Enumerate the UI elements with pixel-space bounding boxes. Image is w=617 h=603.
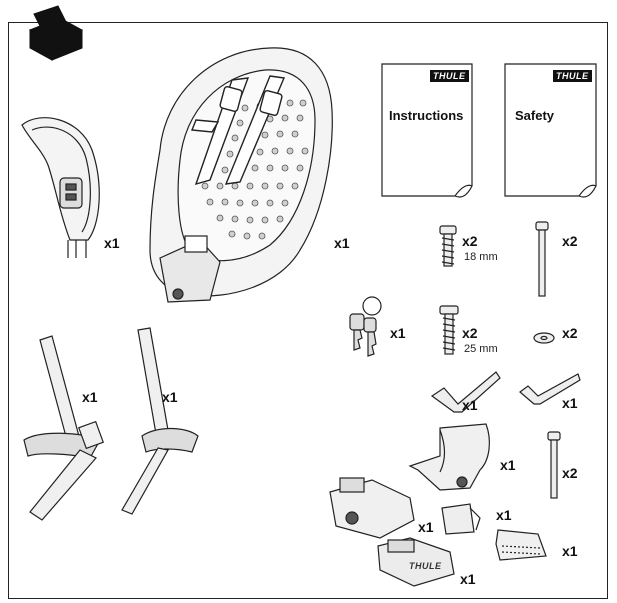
instructions-title: Instructions [389, 108, 464, 123]
instructions-booklet [381, 63, 473, 198]
seat-perforation-dots [201, 99, 309, 240]
screw-25mm-quantity: x2 [462, 325, 478, 341]
hex-key-large-icon [430, 371, 501, 413]
footrest-strap-left-illustration [23, 335, 104, 521]
quick-release-illustration [495, 529, 547, 561]
pin-quantity: x2 [562, 233, 578, 249]
mount-cover-quantity: x1 [460, 571, 476, 587]
rod-quantity: x2 [562, 465, 578, 481]
bracket-quantity: x1 [500, 457, 516, 473]
safety-booklet [504, 63, 597, 198]
seat-quantity: x1 [334, 235, 350, 251]
mount-cover-brand-logo: THULE [409, 561, 442, 571]
headrest-illustration [21, 117, 100, 258]
mount-adapter-illustration [329, 477, 415, 539]
package-box-icon [28, 5, 84, 61]
mount-cover-illustration [377, 537, 455, 587]
screw-18mm-icon [439, 225, 457, 267]
child-seat-illustration [149, 47, 333, 303]
safety-title: Safety [515, 108, 555, 123]
hex-key-small-icon [519, 373, 581, 405]
footrest-right-quantity: x1 [162, 389, 178, 405]
mount-adapter-quantity: x1 [418, 519, 434, 535]
hex-key-small-quantity: x1 [562, 395, 578, 411]
footrest-strap-right-illustration [121, 327, 199, 515]
hex-key-large-quantity: x1 [462, 397, 478, 413]
rod-icon [547, 431, 561, 499]
headrest-quantity: x1 [104, 235, 120, 251]
washer-icon [533, 332, 555, 344]
washer-quantity: x2 [562, 325, 578, 341]
instructions-brand-logo: THULE [430, 70, 469, 82]
safety-brand-logo: THULE [553, 70, 592, 82]
quick-release-quantity: x1 [562, 543, 578, 559]
screw-25mm-size: 25 mm [464, 343, 498, 355]
clip-icon [441, 503, 481, 535]
pin-icon [535, 221, 549, 297]
mounting-bracket-illustration [408, 423, 490, 491]
diagram-frame [8, 22, 608, 599]
keys-quantity: x1 [390, 325, 406, 341]
keys-icon [349, 296, 382, 357]
screw-18mm-size: 18 mm [464, 251, 498, 263]
screw-25mm-icon [439, 305, 459, 355]
footrest-left-quantity: x1 [82, 389, 98, 405]
clip-quantity: x1 [496, 507, 512, 523]
screw-18mm-quantity: x2 [462, 233, 478, 249]
seat-harness-straps [191, 75, 285, 186]
